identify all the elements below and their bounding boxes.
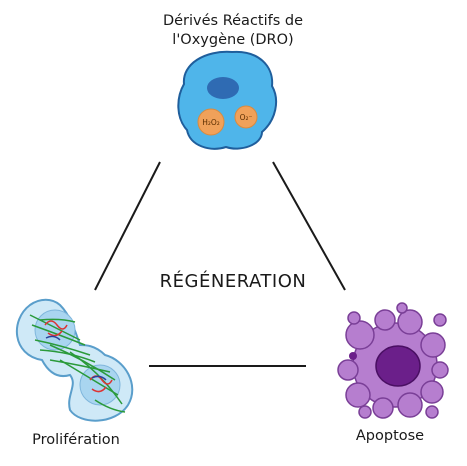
ros-cell-icon: H₂O₂ O₂⁻ — [177, 50, 278, 150]
nucleus-fragment — [349, 352, 357, 360]
mitosis-cell-icon — [15, 298, 134, 422]
center-title: RÉGÉNERATION — [159, 271, 307, 292]
ros-label-line2: l'Oxygène (DRO) — [172, 32, 294, 48]
chromatin — [45, 335, 107, 381]
h2o2-text: H₂O₂ — [202, 118, 220, 127]
proliferation-label: Prolifération — [32, 432, 120, 448]
ros-label-line1: Dérivés Réactifs de — [162, 13, 304, 29]
o2-bubble — [234, 105, 258, 129]
spindle-fibers — [29, 314, 126, 413]
ros-nucleus — [207, 77, 239, 99]
apoptotic-cell-icon — [337, 302, 449, 419]
o2-text: O₂⁻ — [240, 113, 253, 122]
apoptosis-label: Apoptose — [355, 428, 425, 444]
connector-line-right — [272, 161, 346, 291]
condensed-nucleus — [375, 345, 421, 387]
ros-label: Dérivés Réactifs de l'Oxygène (DRO) — [128, 12, 338, 50]
h2o2-bubble — [197, 108, 225, 136]
connector-line-left — [94, 161, 161, 291]
